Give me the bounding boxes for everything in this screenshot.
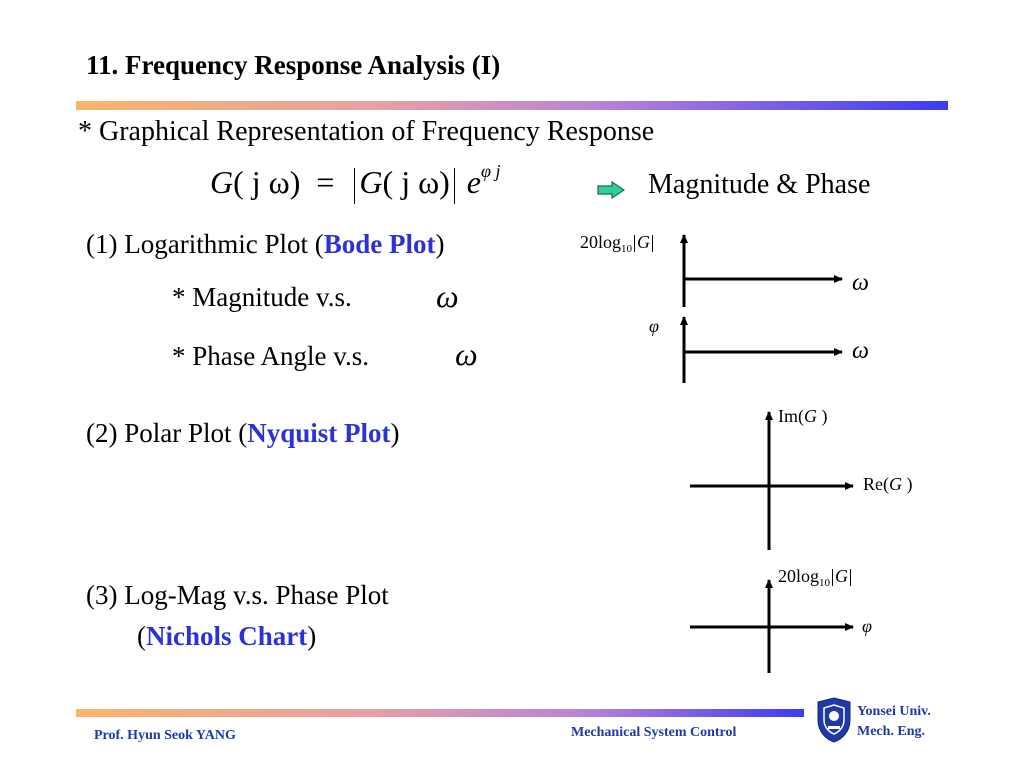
bode-plot-highlight: Bode Plot <box>323 229 436 259</box>
section-heading: * Graphical Representation of Frequency … <box>78 116 655 147</box>
frequency-response-equation: G( j ω) = G( j ω) eφ j <box>210 161 501 204</box>
footer-department: Mech. Eng. <box>857 724 926 739</box>
eq-exp-base: e <box>466 164 481 200</box>
nyquist-axes <box>690 411 854 550</box>
page-title: 11. Frequency Response Analysis (I) <box>86 50 501 80</box>
bottom-gradient-rule <box>76 709 804 717</box>
footer-university: Yonsei Univ. <box>857 704 931 719</box>
bode-plot-item: (1) Logarithmic Plot (Bode Plot) <box>86 229 445 259</box>
top-gradient-rule <box>76 101 948 110</box>
nyquist-plot-item: (2) Polar Plot (Nyquist Plot) <box>86 418 400 448</box>
nichols-axes <box>690 579 854 673</box>
eq-lhs-arg: ( j ω) <box>233 164 301 200</box>
phase-vs-omega: * Phase Angle v.s. <box>172 341 369 371</box>
nyquist-ylabel: Im(G ) <box>778 406 828 426</box>
bode-phase-xlabel: ω <box>852 338 869 364</box>
university-shield-icon <box>817 697 851 743</box>
eq-equals: = <box>316 164 335 200</box>
right-arrow-icon <box>597 181 625 199</box>
nyquist-xlabel: Re(G ) <box>863 474 913 494</box>
magnitude-vs-omega: * Magnitude v.s. <box>172 282 352 312</box>
nichols-chart-item: (Nichols Chart) <box>137 621 317 651</box>
nichols-xlabel: φ <box>862 616 872 636</box>
eq-exponent: φ j <box>481 161 501 182</box>
eq-rhs-arg: ( j ω) <box>382 164 450 200</box>
eq-rhs-g: G <box>359 164 383 200</box>
magnitude-phase-label: Magnitude & Phase <box>648 169 871 200</box>
footer-course: Mechanical System Control <box>571 725 737 740</box>
nichols-chart-highlight: Nichols Chart <box>146 621 308 651</box>
bode-mag-xlabel: ω <box>852 270 869 296</box>
omega-symbol: ω <box>455 336 478 372</box>
bode-axes <box>680 234 843 383</box>
omega-symbol: ω <box>436 278 459 314</box>
eq-lhs-g: G <box>210 164 234 200</box>
footer-author: Prof. Hyun Seok YANG <box>94 728 236 743</box>
logmag-phase-item: (3) Log-Mag v.s. Phase Plot <box>86 580 389 610</box>
nyquist-plot-highlight: Nyquist Plot <box>247 418 391 448</box>
bode-phase-ylabel: φ <box>649 316 659 336</box>
